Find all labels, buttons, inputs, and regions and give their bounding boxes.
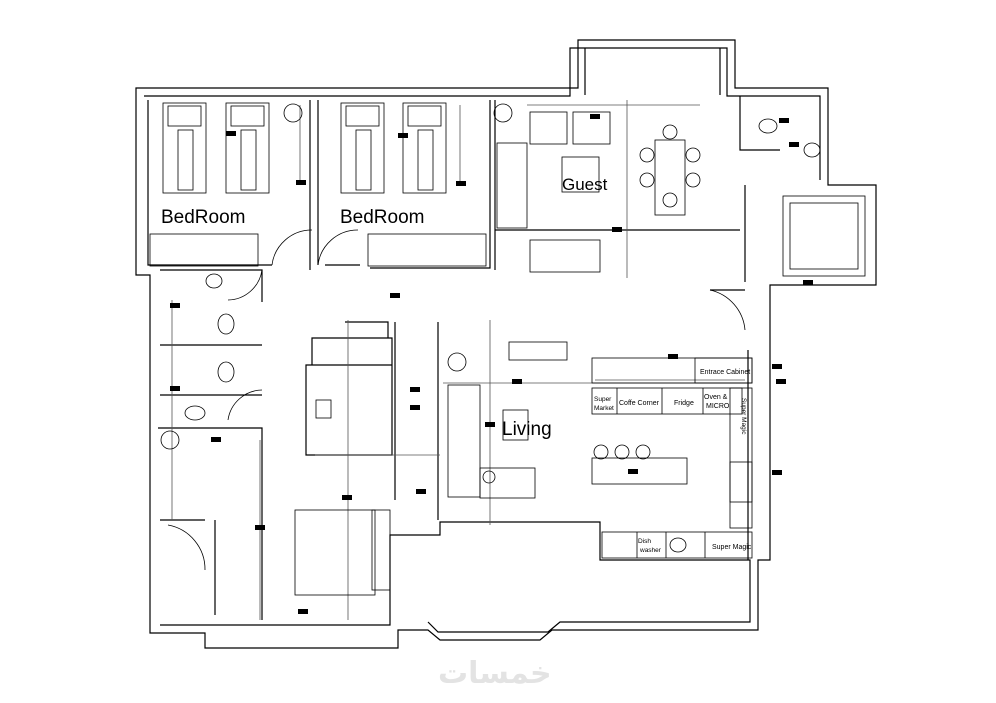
markers bbox=[170, 114, 813, 614]
plant-icons bbox=[160, 103, 513, 450]
room-label-guest: Guest bbox=[562, 175, 608, 194]
label-dishwasher-2: washer bbox=[639, 547, 662, 554]
label-super-magic-side: Super Magic bbox=[740, 398, 747, 435]
living-furniture bbox=[447, 341, 568, 499]
outer-walls bbox=[135, 39, 877, 649]
label-dishwasher-1: Dish bbox=[638, 538, 651, 545]
bunk-beds-bedroom-2 bbox=[340, 102, 447, 194]
room-label-bedroom-2: BedRoom bbox=[340, 207, 425, 228]
label-super-market-2: Market bbox=[594, 405, 614, 412]
wardrobe-1 bbox=[149, 233, 259, 267]
label-oven-2: MICRO bbox=[706, 403, 730, 410]
label-super-magic-bottom: Super Magic bbox=[712, 544, 752, 551]
doors bbox=[167, 229, 746, 571]
label-coffee-corner: Coffe Corner bbox=[619, 400, 660, 407]
bunk-beds-bedroom-1 bbox=[162, 102, 270, 194]
label-entrance-cabinet: Entrace Cabinet bbox=[700, 369, 750, 376]
elevator bbox=[782, 195, 866, 277]
master-bed bbox=[294, 399, 391, 596]
kitchen-cabinets bbox=[591, 357, 753, 559]
guide-lines bbox=[171, 100, 750, 620]
label-fridge: Fridge bbox=[674, 400, 694, 407]
wardrobe-2 bbox=[367, 233, 487, 267]
room-label-bedroom-1: BedRoom bbox=[161, 207, 246, 228]
room-label-living: Living bbox=[502, 419, 552, 440]
guest-furniture bbox=[496, 111, 701, 273]
watermark-logo: خمسات bbox=[438, 656, 552, 691]
label-super-market-1: Super bbox=[594, 396, 612, 403]
label-oven-1: Oven & bbox=[704, 394, 728, 401]
bathroom-fixtures bbox=[184, 118, 821, 421]
